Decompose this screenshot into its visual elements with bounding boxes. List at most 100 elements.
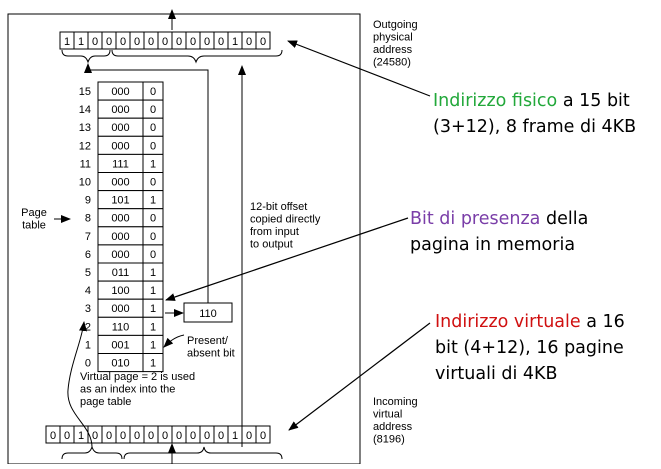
frame-number: 111 <box>112 158 129 170</box>
outgoing-bit-bit: 1 <box>64 36 70 48</box>
frame-number: 000 <box>111 86 129 98</box>
incoming-bit-bit: 0 <box>260 430 266 442</box>
page-index: 4 <box>85 285 91 297</box>
frame-number: 101 <box>111 195 129 207</box>
virtual-address-pointer <box>288 322 431 431</box>
presence-bit-highlight: Bit di presenza <box>410 209 541 229</box>
offset-label-line: from input <box>250 226 299 238</box>
present-cell <box>142 353 164 373</box>
outgoing-caption-line: (24580) <box>373 57 411 69</box>
present-bit: 1 <box>150 339 156 351</box>
page-index: 0 <box>85 358 91 370</box>
page-index: 3 <box>85 303 91 315</box>
page-index: 15 <box>79 86 91 98</box>
present-bit: 0 <box>150 140 156 152</box>
incoming-bit-bit: 0 <box>204 430 210 442</box>
page-table-label-line: table <box>22 220 46 232</box>
frame-number: 110 <box>112 321 130 333</box>
incoming-caption-line: address <box>373 421 413 433</box>
virtual-address-text: a 16 <box>580 312 625 332</box>
index-arrow <box>67 321 93 448</box>
outgoing-bit-bit: 0 <box>246 36 252 48</box>
outgoing-bit-bit: 0 <box>204 36 210 48</box>
incoming-caption-line: virtual <box>373 409 402 421</box>
incoming-bit-bit: 0 <box>190 430 196 442</box>
frame-number: 000 <box>111 104 129 116</box>
outgoing-bit-bit: 1 <box>232 36 238 48</box>
page-index: 14 <box>79 104 91 116</box>
presence-bit-detail: pagina in memoria <box>410 235 576 255</box>
outgoing-bit-bit: 0 <box>92 36 98 48</box>
page-index: 2 <box>85 321 91 333</box>
frame-output-box <box>183 302 233 323</box>
page-index: 9 <box>85 195 91 207</box>
present-bit: 1 <box>150 358 156 370</box>
outer-frame <box>7 13 361 465</box>
outgoing-caption-line: Outgoing <box>373 19 418 31</box>
physical-address-text: a 15 bit <box>557 91 630 111</box>
output-offset-brace <box>111 49 283 64</box>
page-index: 7 <box>85 231 91 243</box>
physical-address-note: Indirizzo fisico a 15 bit (3+12), 8 fram… <box>433 88 636 140</box>
presence-bit-text: della <box>540 209 589 229</box>
presence-bit-note: Bit di presenza della pagina in memoria <box>410 206 588 258</box>
page-index: 13 <box>79 122 91 134</box>
incoming-bit-bit: 0 <box>246 430 252 442</box>
frame-number: 100 <box>111 285 129 297</box>
present-bit: 0 <box>150 249 156 261</box>
output-frame-brace <box>61 49 111 64</box>
incoming-bit-bit: 1 <box>232 430 238 442</box>
incoming-bit-bit: 0 <box>106 430 112 442</box>
frame-number: 000 <box>111 122 129 134</box>
frame-number: 000 <box>111 303 129 315</box>
frame-output-value: 110 <box>199 308 217 320</box>
page-index: 11 <box>80 158 91 170</box>
frame-number: 010 <box>111 358 129 370</box>
presence-bit-pointer <box>165 217 409 301</box>
present-bit: 1 <box>150 321 156 333</box>
present-bit-label: Present/absent bit <box>187 335 235 360</box>
present-label-line: Present/ <box>187 335 229 347</box>
outgoing-bit-bit: 0 <box>120 36 126 48</box>
outgoing-bit-bit: 1 <box>78 36 84 48</box>
virtual-page-label-line: page table <box>80 396 131 408</box>
outgoing-bit-bit: 0 <box>176 36 182 48</box>
virtual-address-note: Indirizzo virtuale a 16 bit (4+12), 16 p… <box>435 309 625 387</box>
present-bit: 1 <box>150 195 156 207</box>
outgoing-bit-cell <box>255 31 271 50</box>
incoming-bit-bit: 0 <box>162 430 168 442</box>
outgoing-bit-bit: 0 <box>106 36 112 48</box>
offset-label-line: 12-bit offset <box>250 201 307 213</box>
incoming-caption-line: Incoming <box>373 396 418 408</box>
outgoing-caption-line: address <box>373 44 413 56</box>
present-bit: 0 <box>150 122 156 134</box>
frame-copy-arrow <box>84 63 209 303</box>
incoming-caption-line: (8196) <box>373 434 405 446</box>
incoming-bit-cell <box>255 425 271 444</box>
incoming-bit-bit: 0 <box>148 430 154 442</box>
offset-label-line: to output <box>250 239 293 251</box>
present-bit: 1 <box>150 158 156 170</box>
present-bit: 1 <box>150 285 156 297</box>
frame-number: 011 <box>112 267 130 279</box>
physical-address-pointer <box>287 40 431 97</box>
frame-number: 000 <box>111 140 129 152</box>
page-index: 6 <box>85 249 91 261</box>
present-bit: 1 <box>150 267 156 279</box>
frame-number: 001 <box>111 339 129 351</box>
incoming-bit-bit: 0 <box>120 430 126 442</box>
page-table-label-line: Page <box>21 207 47 219</box>
virtual-address-highlight: Indirizzo virtuale <box>435 312 581 332</box>
frame-number: 000 <box>111 249 129 261</box>
page-index: 8 <box>85 213 91 225</box>
incoming-bit-bit: 0 <box>64 430 70 442</box>
incoming-bit-bit: 0 <box>134 430 140 442</box>
